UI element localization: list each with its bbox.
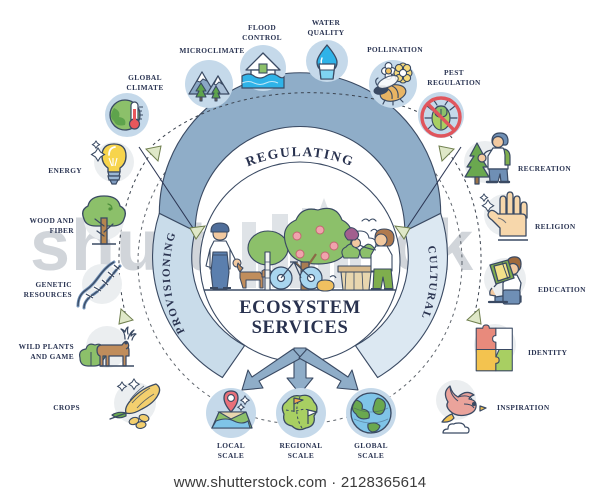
arrowhead-dashed-down-left <box>118 307 134 325</box>
farmer-figure-icon <box>205 222 242 290</box>
icon-inspiration[interactable] <box>428 378 487 434</box>
flower-yellow <box>393 62 413 84</box>
divider-line-right <box>404 146 462 232</box>
arrow-down-left <box>241 348 302 391</box>
icon-regional-scale[interactable] <box>276 388 326 438</box>
icon-water-quality[interactable] <box>306 40 348 82</box>
globe-icon <box>350 392 392 434</box>
label-wild-plants-and-game: WILD PLANTS AND GAME <box>18 342 74 361</box>
thermometer-earth-icon <box>109 99 143 131</box>
arrow-down-right <box>298 348 359 391</box>
birds-icon <box>361 218 378 232</box>
label-education: EDUCATION <box>538 285 586 294</box>
apple-tree-icon <box>283 207 353 291</box>
label-inspiration: INSPIRATION <box>497 403 550 412</box>
arrowhead-right-down <box>393 225 411 240</box>
divider-line-left <box>138 146 196 232</box>
icon-energy[interactable] <box>90 138 138 188</box>
cloud-icon <box>442 422 470 434</box>
deer-icon <box>79 326 137 367</box>
birch-tree-icon <box>247 230 289 291</box>
no-pest-icon <box>420 96 462 138</box>
region-map-flags-icon <box>281 394 318 431</box>
label-global-climate: GLOBAL CLIMATE <box>126 73 164 92</box>
deer-body <box>96 326 137 367</box>
icon-religion[interactable] <box>478 188 532 244</box>
hiker <box>477 132 511 184</box>
label-microclimate: MICROCLIMATE <box>179 46 245 55</box>
tree-icon <box>82 195 126 245</box>
icon-global-climate[interactable] <box>105 93 149 137</box>
woman-harvesting-icon <box>344 227 395 290</box>
icon-global-scale[interactable] <box>346 388 396 438</box>
map-pin-terrain-icon <box>211 390 253 429</box>
water-droplet-glass-icon <box>316 44 338 80</box>
flying-bird-icon <box>441 385 487 434</box>
icon-recreation[interactable] <box>460 127 514 187</box>
label-religion: RELIGION <box>535 222 576 231</box>
label-wood-and-fiber: WOOD AND FIBER <box>29 216 74 235</box>
dashed-arrow-cultural-in <box>447 151 482 317</box>
bee-flower-icon <box>373 62 413 106</box>
book <box>489 259 515 285</box>
label-flood-control: FLOOD CONTROL <box>242 23 282 42</box>
label-water-quality: WATER QUALITY <box>307 18 345 37</box>
label-genetic-resources: GENETIC RESOURCES <box>23 280 72 299</box>
outer-dashed-circle <box>137 99 463 425</box>
arrowhead-dashed-up-left <box>144 145 162 163</box>
scale-arrows <box>241 347 359 395</box>
pine-tree <box>464 142 490 185</box>
page-title: ECOSYSTEM SERVICES <box>0 298 600 338</box>
label-pollination: POLLINATION <box>367 45 423 54</box>
arrowhead-left-down <box>189 225 207 240</box>
watermark-footer: www.shutterstock.com · 2128365614 <box>173 474 427 491</box>
label-regional-scale: REGIONAL SCALE <box>279 441 323 460</box>
arrowhead-dashed-up-right <box>438 145 456 163</box>
icon-microclimate[interactable] <box>185 60 233 108</box>
icon-identity[interactable] <box>468 320 522 374</box>
label-recreation: RECREATION <box>518 164 572 173</box>
label-identity: IDENTITY <box>528 348 568 357</box>
label-global-scale: GLOBAL SCALE <box>354 441 388 460</box>
open-hand-icon <box>479 191 528 241</box>
icon-wild-plants-and-game[interactable] <box>78 318 137 374</box>
label-crops: CROPS <box>53 403 80 412</box>
icon-local-scale[interactable] <box>206 388 256 438</box>
arrowhead-dashed-down-right <box>466 307 482 325</box>
center-title-line-2: SERVICES <box>251 318 349 338</box>
mountains-trees-icon <box>188 70 230 102</box>
bee <box>373 75 407 106</box>
label-local-scale: LOCAL SCALE <box>216 441 246 460</box>
puzzle-pieces-icon <box>475 324 513 372</box>
flooded-house-icon <box>241 52 285 89</box>
icon-genetic-resources[interactable] <box>76 256 128 312</box>
icon-education[interactable] <box>478 252 534 308</box>
arc-sector-cultural[interactable] <box>354 212 448 379</box>
icon-flood-control[interactable] <box>240 45 286 91</box>
bicycle-icon <box>269 261 323 290</box>
lightbulb-icon <box>90 140 127 185</box>
icon-wood-and-fiber[interactable] <box>78 192 130 248</box>
hiker-tree-icon <box>464 132 511 185</box>
icon-crops[interactable] <box>108 378 164 430</box>
icon-pest-regulation[interactable] <box>418 92 464 138</box>
label-pest-regulation: PEST REGULATION <box>427 68 481 87</box>
center-title-line-1: ECOSYSTEM <box>239 298 361 318</box>
label-energy: ENERGY <box>48 166 82 175</box>
dna-helix-icon <box>76 260 122 310</box>
wheat-corn-icon <box>109 378 161 430</box>
icon-pollination[interactable] <box>369 60 417 108</box>
person-reading-book-icon <box>487 256 522 305</box>
arc-sector-provisioning[interactable] <box>152 212 246 379</box>
